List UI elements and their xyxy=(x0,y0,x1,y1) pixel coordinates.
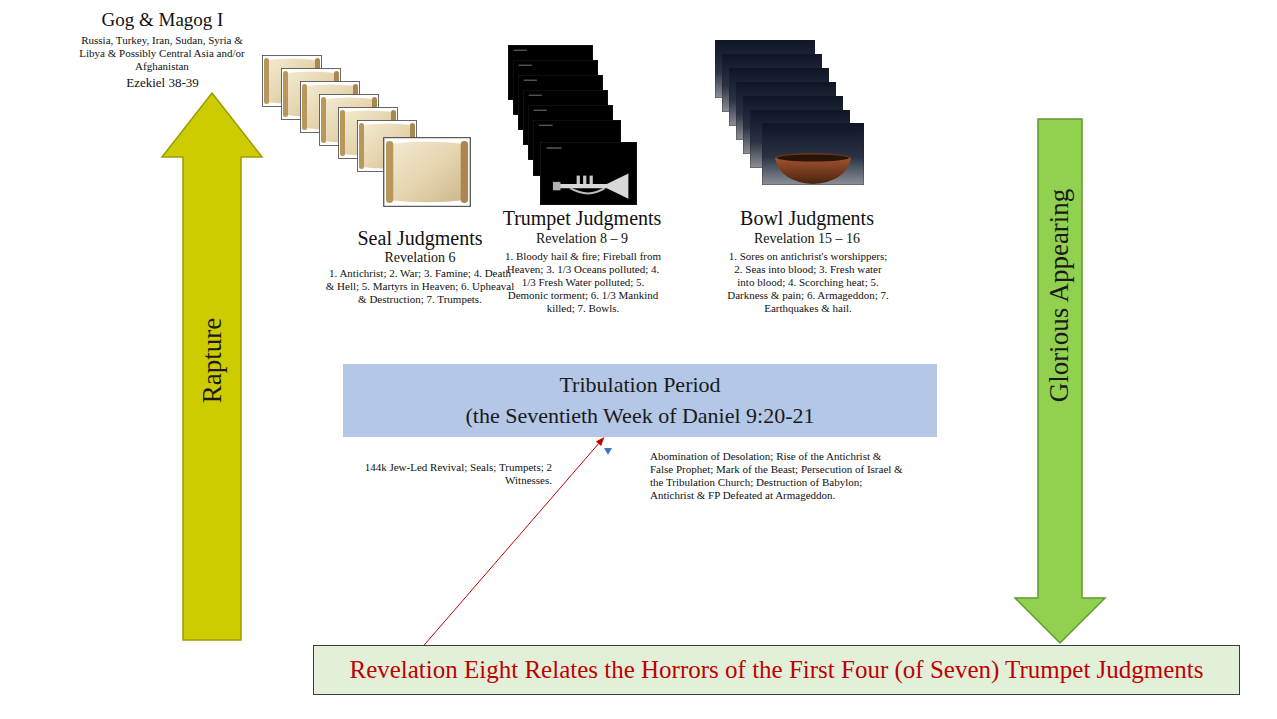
caption-box: Revelation Eight Relates the Horrors of … xyxy=(313,645,1240,695)
arrow-head xyxy=(596,437,605,446)
rapture-arrow: Rapture xyxy=(160,92,264,642)
arrow-label: Glorious Appearing xyxy=(1046,188,1073,402)
scripture-reference: Revelation 15 – 16 xyxy=(707,231,907,248)
bowl-cards xyxy=(715,40,864,185)
arrow-body xyxy=(162,93,262,640)
trumpet-cards xyxy=(508,45,637,205)
judgment-heading: Trumpet Judgments xyxy=(482,206,682,230)
group-heading: Gog & Magog I xyxy=(60,9,265,32)
trumpet-image xyxy=(540,142,637,205)
country-list: Russia, Turkey, Iran, Sudan, Syria & Lib… xyxy=(76,34,248,73)
judgment-list: 1. Bloody hail & fire; Fireball from Hea… xyxy=(503,250,663,315)
bowl-body xyxy=(775,158,851,184)
judgment-heading: Seal Judgments xyxy=(320,226,520,250)
band-label: (the Seventieth Week of Daniel 9:20-21 xyxy=(465,401,814,431)
scripture-reference: Ezekiel 38-39 xyxy=(60,75,265,91)
arrow-body xyxy=(1015,119,1105,643)
judgment-list: 1. Antichrist; 2. War; 3. Famine; 4. Dea… xyxy=(325,267,515,306)
scroll-image xyxy=(384,138,471,207)
period-band: Tribulation Period(the Seventieth Week o… xyxy=(343,364,937,437)
period-note: 144k Jew-Led Revival; Seals; Trumpets; 2… xyxy=(342,461,552,487)
appearing-arrow: Glorious Appearing xyxy=(1013,118,1107,645)
caption-text: Revelation Eight Relates the Horrors of … xyxy=(349,656,1203,685)
bowl-image xyxy=(762,123,864,185)
marker-triangle xyxy=(604,448,612,455)
period-note: Abomination of Desolation; Rise of the A… xyxy=(650,450,905,502)
scripture-reference: Revelation 6 xyxy=(320,250,520,267)
arrow-label: Rapture xyxy=(199,317,226,402)
band-label: Tribulation Period xyxy=(559,370,720,400)
bowl-inside xyxy=(777,155,849,162)
seal-scrolls xyxy=(263,56,471,207)
judgment-list: 1. Sores on antichrist's worshippers; 2.… xyxy=(726,250,890,315)
scripture-reference: Revelation 8 – 9 xyxy=(482,231,682,248)
judgment-heading: Bowl Judgments xyxy=(707,206,907,230)
